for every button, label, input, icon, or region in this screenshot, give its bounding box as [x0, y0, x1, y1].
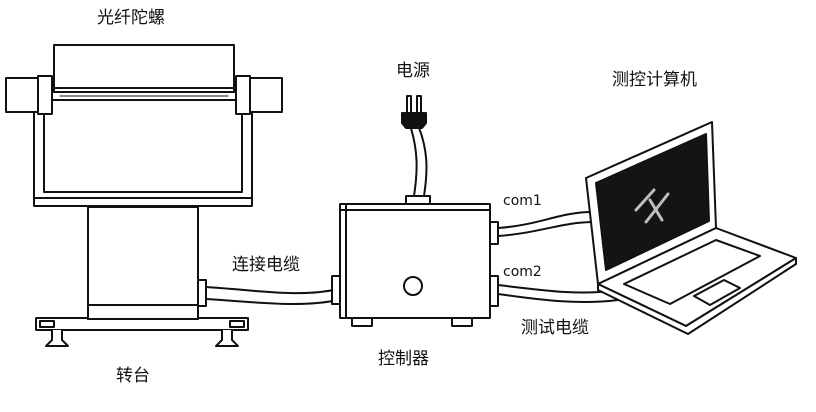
controller-port-com1: [489, 221, 499, 245]
com1-label: com1: [503, 193, 542, 209]
gyro-shaft-left: [5, 77, 39, 113]
laptop: [585, 121, 797, 335]
controller-knob: [403, 276, 423, 296]
connection-cable: [205, 286, 339, 305]
turntable-connector: [197, 279, 207, 307]
turntable-foot-right: [215, 329, 239, 347]
test-cable-label: 测试电缆: [521, 318, 589, 338]
gyro-body: [53, 44, 235, 94]
controller-port-left: [331, 275, 341, 305]
controller-label: 控制器: [378, 349, 429, 369]
power-plug: [401, 95, 427, 129]
gyro-shaft-right: [249, 77, 283, 113]
power-label: 电源: [396, 61, 430, 81]
controller-body: [339, 203, 491, 319]
gyro-frame: [33, 99, 253, 203]
com2-label: com2: [503, 264, 542, 280]
computer-label: 测控计算机: [612, 70, 697, 90]
turntable-foot-left: [45, 329, 69, 347]
power-cable: [409, 124, 428, 197]
controller-foot-left: [351, 317, 373, 327]
connect-cable-label: 连接电缆: [232, 255, 300, 275]
turntable-assembly: [5, 44, 283, 347]
laptop-keyboard: [623, 239, 761, 305]
controller-box: [331, 195, 499, 327]
gyro-label: 光纤陀螺: [97, 8, 165, 28]
laptop-touchpad: [693, 279, 741, 306]
laptop-screen-logo: [634, 188, 670, 224]
com1-cable: [497, 211, 595, 237]
turntable-column: [87, 206, 199, 320]
turntable-label: 转台: [116, 366, 150, 386]
controller-foot-right: [451, 317, 473, 327]
controller-port-com2: [489, 275, 499, 307]
